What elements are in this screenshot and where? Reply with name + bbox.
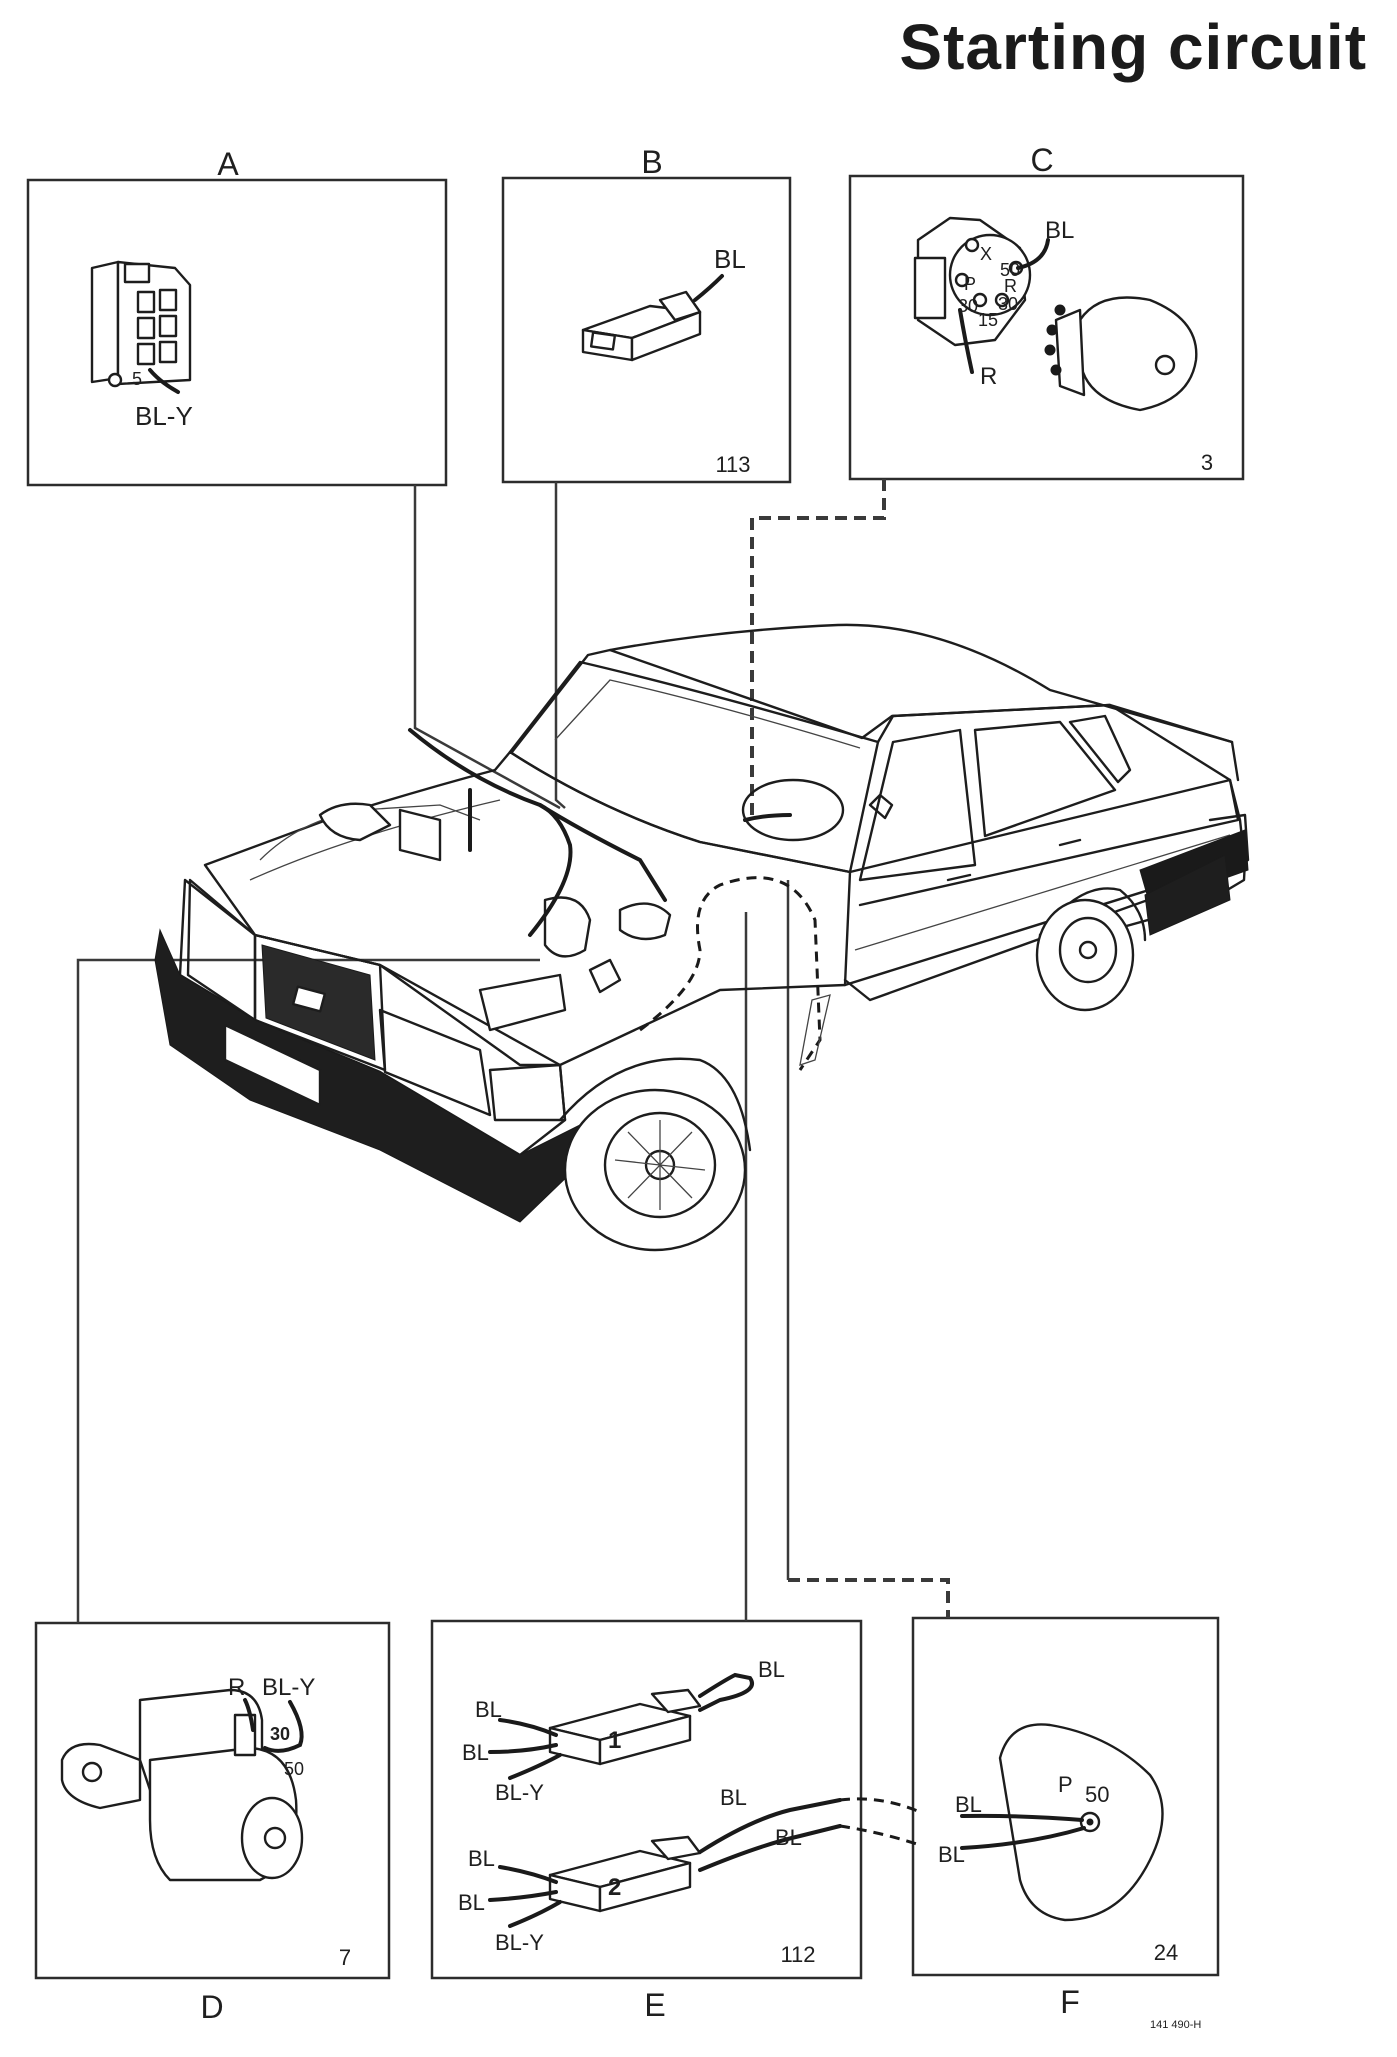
panel-e-connectors-drawing xyxy=(488,1672,921,1928)
panel-c-term-x: X xyxy=(980,244,992,264)
panel-c-term-15: 15 xyxy=(978,310,998,330)
panel-e-2-wire-bl-lower: BL xyxy=(775,1825,802,1850)
panel-e-2-wire-bl-upper: BL xyxy=(720,1785,747,1810)
leader-lines xyxy=(76,479,950,1623)
panel-f-letter: F xyxy=(1060,1984,1080,2020)
panel-b-box xyxy=(501,176,792,484)
panel-f-number: 24 xyxy=(1154,1940,1178,1965)
panel-f-wire-bl-lower: BL xyxy=(938,1842,965,1867)
panel-a-box xyxy=(26,178,448,487)
panel-a-letter: A xyxy=(217,146,239,182)
panel-c-term-50: 50 xyxy=(1000,260,1020,280)
panel-e-1-wire-bl-y: BL-Y xyxy=(495,1780,544,1805)
panel-c-term-p: P xyxy=(964,274,976,294)
panel-e-1-wire-bl-b: BL xyxy=(462,1740,489,1765)
panel-a-term-5: 5 xyxy=(132,369,142,389)
panel-f-box xyxy=(911,1616,1220,1977)
panel-d-wire-r: R xyxy=(228,1674,245,1701)
panel-a-connector-drawing xyxy=(90,260,192,394)
panel-d-term-30: 30 xyxy=(270,1724,290,1744)
panel-f-term-50: 50 xyxy=(1085,1782,1109,1807)
panel-f-switch-drawing xyxy=(960,1723,1164,1922)
panel-c-term-30-left: 30 xyxy=(958,296,978,316)
panel-b-number: 113 xyxy=(715,452,750,477)
panel-b-letter: B xyxy=(641,144,662,180)
panel-f-term-p: P xyxy=(1058,1772,1073,1797)
panel-d-number: 7 xyxy=(339,1945,351,1970)
panel-c-term-30-right: 30 xyxy=(998,294,1018,314)
panel-e-connector-1-number: 1 xyxy=(608,1727,621,1754)
panel-e-number: 112 xyxy=(780,1942,815,1967)
panel-b-wire-bl: BL xyxy=(714,244,746,274)
page-title: Starting circuit xyxy=(899,11,1367,83)
panel-c-number: 3 xyxy=(1201,450,1213,475)
panel-c-box xyxy=(848,174,1245,481)
panel-e-2-wire-bl-b: BL xyxy=(458,1890,485,1915)
panel-d-box xyxy=(34,1621,391,1980)
figure-code: 141 490-H xyxy=(1150,2019,1201,2031)
car-illustration xyxy=(154,623,1250,1252)
panel-e-letter: E xyxy=(644,1987,665,2023)
panel-d-starter-motor-drawing xyxy=(60,1688,304,1882)
panel-f-wire-bl-upper: BL xyxy=(955,1792,982,1817)
panel-c-wire-bl: BL xyxy=(1045,217,1074,244)
panel-a-wire-bl-y: BL-Y xyxy=(135,401,193,431)
panel-e-2-wire-bl-a: BL xyxy=(468,1846,495,1871)
panel-d-wire-bl-y: BL-Y xyxy=(262,1674,315,1701)
panel-d-term-50: 50 xyxy=(284,1759,304,1779)
panel-e-1-wire-bl-top: BL xyxy=(758,1657,785,1682)
panel-d-letter: D xyxy=(200,1989,223,2025)
panel-e-connector-2-number: 2 xyxy=(608,1874,621,1901)
panel-e-1-wire-bl-a: BL xyxy=(475,1697,502,1722)
panel-c-ignition-switch-drawing xyxy=(913,216,1198,412)
panel-e-2-wire-bl-y: BL-Y xyxy=(495,1930,544,1955)
panel-c-wire-r: R xyxy=(980,363,997,390)
panel-c-letter: C xyxy=(1030,142,1053,178)
panel-c-term-r: R xyxy=(1004,276,1017,296)
panel-b-connector-drawing xyxy=(581,274,724,362)
